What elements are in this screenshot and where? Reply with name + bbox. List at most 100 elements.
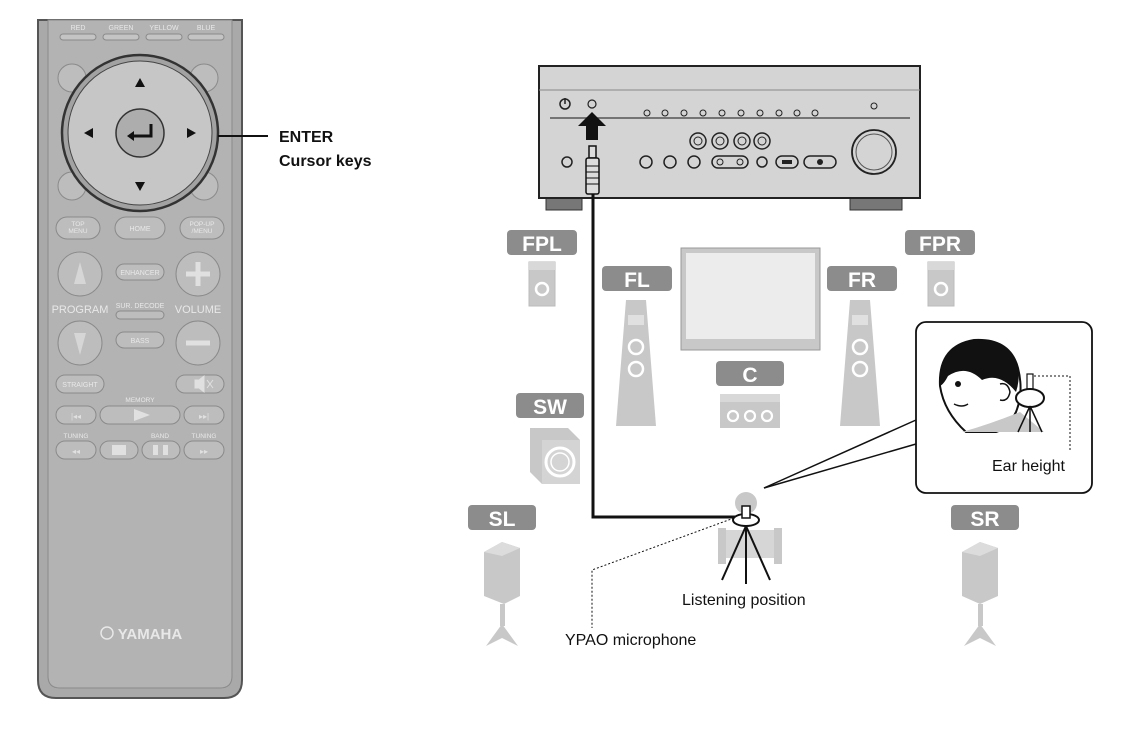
tuning-up-button[interactable] (183, 440, 225, 460)
cursor-right-icon[interactable] (187, 128, 196, 138)
blue-button[interactable] (187, 33, 225, 41)
enhancer-button[interactable] (115, 263, 165, 281)
yamaha-brand: YAMAHA (118, 626, 183, 643)
sl-label: SL (489, 508, 516, 531)
fl-label: FL (624, 269, 650, 292)
home-label: HOME (130, 226, 151, 233)
sr-label: SR (970, 508, 999, 531)
enter-button[interactable] (115, 108, 165, 158)
listener-head (735, 492, 757, 514)
cursor-keys-callout-label: Cursor keys (279, 153, 372, 170)
listener-face-icon (938, 338, 1044, 433)
plus-icon (186, 262, 210, 286)
red-label: RED (71, 25, 86, 32)
speaker-fl: FL (602, 266, 672, 426)
c-badge (716, 361, 784, 386)
program-label: PROGRAM (52, 304, 109, 316)
speaker-sw: SW (516, 393, 584, 484)
blue-label: BLUE (197, 25, 216, 32)
input-indicators (643, 102, 878, 117)
green-button[interactable] (102, 33, 140, 41)
home-button[interactable] (114, 216, 166, 240)
straight-label: STRAIGHT (62, 382, 98, 389)
cursor-up-icon[interactable] (135, 78, 145, 87)
ypao-leader-line (591, 517, 735, 628)
program-up-icon (74, 262, 86, 284)
green-label: GREEN (109, 25, 134, 32)
speaker-c: C (716, 361, 784, 428)
cursor-pad (60, 53, 220, 213)
sr-badge (951, 505, 1019, 530)
sl-badge (468, 505, 536, 530)
straight-button[interactable] (55, 374, 105, 394)
fl-badge (602, 266, 672, 291)
connect-arrow-icon (578, 112, 606, 140)
cursor-left-icon[interactable] (84, 128, 93, 138)
volume-knob[interactable] (851, 129, 897, 175)
pause-button[interactable] (141, 440, 181, 460)
ear-height-guide (1034, 375, 1071, 450)
tuning-right-label: TUNING (192, 433, 217, 440)
color-buttons: RED GREEN YELLOW BLUE (59, 25, 225, 41)
mute-icon (194, 374, 214, 394)
popup-menu-button[interactable] (179, 216, 225, 240)
fpl-badge (507, 230, 577, 255)
mic-cable (591, 194, 738, 519)
usb-port (775, 155, 799, 169)
mic-tripod-icon (1015, 373, 1045, 433)
c-label: C (742, 364, 757, 387)
fr-badge (827, 266, 897, 291)
memory-label: MEMORY (125, 397, 155, 404)
listening-chair (718, 492, 782, 564)
fast-forward-icon: ▸▸ (200, 447, 208, 456)
ypao-microphone (721, 505, 771, 584)
skip-forward-icon: ▸▸| (199, 412, 209, 421)
stop-icon (112, 445, 126, 455)
tv-screen (680, 247, 821, 351)
skip-forward-button[interactable] (183, 405, 225, 425)
ear-height-callout: Ear height (763, 321, 1093, 494)
sw-badge (516, 393, 584, 418)
pause-icon (153, 445, 158, 455)
speaker-fr: FR (827, 266, 897, 426)
speaker-fpl: FPL (507, 230, 577, 307)
scene-buttons[interactable] (689, 132, 771, 150)
play-icon (134, 409, 150, 421)
fr-label: FR (848, 269, 876, 292)
bass-button[interactable] (115, 331, 165, 349)
sur-decode-button[interactable] (115, 310, 165, 320)
tuning-down-button[interactable] (55, 440, 97, 460)
skip-back-icon: |◂◂ (71, 412, 81, 421)
volume-label: VOLUME (175, 304, 221, 316)
enter-callout-label: ENTER (279, 129, 334, 146)
sw-label: SW (533, 396, 567, 419)
fpr-label: FPR (919, 233, 961, 256)
av-receiver (538, 65, 921, 211)
yellow-label: YELLOW (149, 25, 179, 32)
skip-back-button[interactable] (55, 405, 97, 425)
listening-position-label: Listening position (682, 592, 806, 609)
enter-icon (131, 124, 153, 138)
fpr-badge (905, 230, 975, 255)
enhancer-label: ENHANCER (120, 270, 159, 277)
speaker-sl: SL (468, 505, 536, 646)
fpl-label: FPL (522, 233, 562, 256)
band-label: BAND (151, 433, 169, 440)
mic-plug (585, 145, 600, 195)
red-button[interactable] (59, 33, 97, 41)
sur-decode-label: SUR. DECODE (116, 303, 165, 310)
yellow-button[interactable] (145, 33, 183, 41)
program-down-icon (74, 333, 86, 355)
bass-label: BASS (131, 338, 150, 345)
ear-height-label: Ear height (992, 458, 1065, 475)
top-menu-button[interactable] (55, 216, 101, 240)
ypao-microphone-label: YPAO microphone (565, 632, 696, 649)
tuning-left-label: TUNING (64, 433, 89, 440)
yamaha-logo-icon (100, 626, 114, 640)
speaker-sr: SR (951, 505, 1019, 646)
cursor-down-icon[interactable] (135, 182, 145, 191)
speaker-fpr: FPR (905, 230, 975, 307)
